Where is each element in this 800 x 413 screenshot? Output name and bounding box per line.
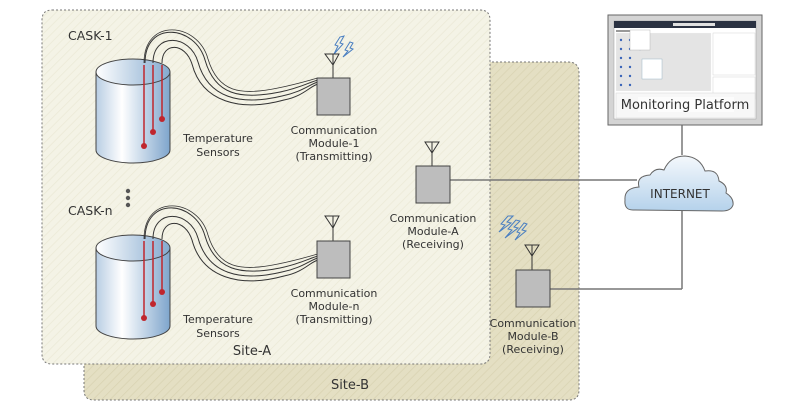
cask-1-label: CASK-1 bbox=[68, 28, 113, 43]
wireless-signal-icon bbox=[498, 215, 528, 241]
monitoring-platform-label: Monitoring Platform bbox=[621, 98, 749, 113]
communication-module-a: Communication Module-A (Receiving) bbox=[390, 141, 477, 251]
module-n-label-line2: Module-n bbox=[309, 300, 360, 313]
temperature-sensor-cables bbox=[143, 29, 319, 106]
module-1-label-line1: Communication bbox=[291, 124, 378, 137]
wireless-signal-icon bbox=[333, 35, 355, 58]
site-b-label: Site-B bbox=[331, 378, 369, 393]
temperature-sensors bbox=[143, 241, 163, 318]
sensor-label-n-line2: Sensors bbox=[196, 327, 240, 340]
cask-1: CASK-1 Temperature Sensors bbox=[68, 28, 319, 164]
module-a-label-line1: Communication bbox=[390, 212, 477, 225]
antenna-icon bbox=[324, 53, 340, 78]
communication-module-n: Communication Module-n (Transmitting) bbox=[291, 215, 378, 326]
antenna-icon bbox=[424, 141, 440, 166]
internet-cloud-icon: INTERNET bbox=[624, 155, 734, 212]
module-1-label-line3: (Transmitting) bbox=[295, 150, 372, 163]
module-n-label-line1: Communication bbox=[291, 287, 378, 300]
module-1-label-line2: Module-1 bbox=[309, 137, 360, 150]
temperature-sensor-cables bbox=[143, 205, 319, 282]
cask-n: CASK-n Temperature Sensors bbox=[68, 203, 319, 340]
more-casks-ellipsis-icon bbox=[125, 188, 131, 208]
cask-n-label: CASK-n bbox=[68, 203, 113, 218]
sensor-label-1-line2: Sensors bbox=[196, 146, 240, 159]
temperature-sensors bbox=[143, 65, 163, 146]
module-b-label-line1: Communication bbox=[490, 317, 577, 330]
module-b-label-line3: (Receiving) bbox=[502, 343, 564, 356]
communication-module-1: Communication Module-1 (Transmitting) bbox=[291, 35, 378, 163]
sensor-label-n-line1: Temperature bbox=[182, 313, 253, 326]
module-a-label-line3: (Receiving) bbox=[402, 238, 464, 251]
antenna-icon bbox=[324, 215, 340, 241]
antenna-icon bbox=[524, 244, 540, 270]
internet-label: INTERNET bbox=[650, 187, 710, 201]
module-a-label-line2: Module-A bbox=[407, 225, 459, 238]
sensor-label-1-line1: Temperature bbox=[182, 132, 253, 145]
module-n-label-line3: (Transmitting) bbox=[295, 313, 372, 326]
module-b-label-line2: Module-B bbox=[507, 330, 558, 343]
monitoring-platform: Monitoring Platform bbox=[607, 14, 763, 126]
site-a-label: Site-A bbox=[233, 344, 271, 359]
communication-module-b: Communication Module-B (Receiving) bbox=[490, 215, 577, 356]
